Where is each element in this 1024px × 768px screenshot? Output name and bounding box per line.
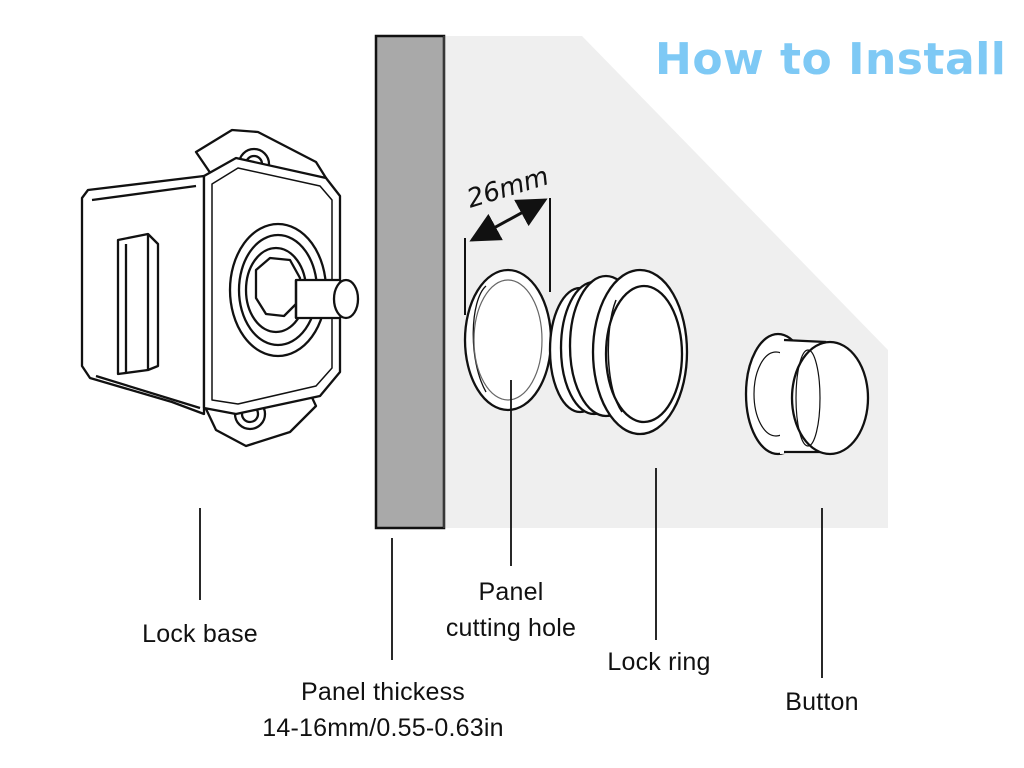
label-lock-ring: Lock ring xyxy=(607,648,711,676)
panel-edge xyxy=(374,34,446,530)
panel-thickness-value: 14-16mm/0.55-0.63in xyxy=(262,714,504,742)
panel-thickness-title: Panel thickess xyxy=(301,678,465,706)
label-panel-thickness: Panel thickess 14-16mm/0.55-0.63in xyxy=(218,674,548,746)
lock-ring-drawing xyxy=(548,268,689,436)
lock-base-drawing xyxy=(80,128,360,448)
dimension-marker xyxy=(464,198,551,315)
label-panel-hole: Panel cutting hole xyxy=(420,574,602,646)
label-button: Button xyxy=(785,688,859,716)
button-drawing xyxy=(744,332,870,456)
panel-hole-line-2: cutting hole xyxy=(445,614,577,642)
page-title: How to Install xyxy=(655,34,1007,85)
label-lock-base: Lock base xyxy=(142,620,258,648)
cutting-hole-drawing xyxy=(463,268,553,412)
leader-lines xyxy=(199,380,823,678)
panel-hole-line-1: Panel xyxy=(478,578,544,606)
